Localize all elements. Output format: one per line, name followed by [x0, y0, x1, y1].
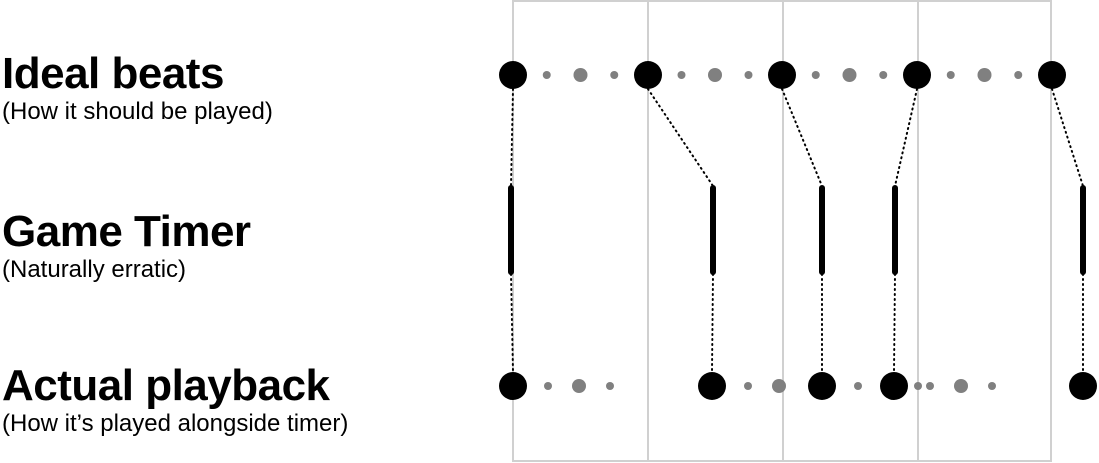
sixteenth-note-dot: [677, 71, 686, 79]
ideal-to-timer-connector: [894, 88, 918, 187]
sixteenth-note-dot: [744, 71, 753, 79]
actual-beat-dot: [880, 372, 908, 400]
sixteenth-note-dot: [744, 382, 752, 390]
actual-beat-dot: [499, 372, 527, 400]
timer-to-actual-connector: [510, 273, 514, 373]
sixteenth-note-dot: [879, 71, 888, 79]
ideal-to-timer-connector: [781, 88, 823, 187]
ideal-beats-title: Ideal beats: [2, 49, 224, 98]
ideal-beat-dot: [499, 61, 527, 89]
eighth-note-dot: [772, 379, 786, 393]
eighth-note-dot: [954, 379, 968, 393]
ideal-to-timer-connector: [1051, 88, 1084, 187]
connector-lines: [510, 88, 1084, 373]
sixteenth-note-dot: [946, 71, 955, 79]
game-timer-row: [508, 185, 1086, 275]
sixteenth-note-dot: [544, 382, 552, 390]
sixteenth-note-dot: [610, 71, 619, 79]
timer-to-actual-connector: [711, 273, 714, 373]
ideal-beat-dot: [634, 61, 662, 89]
eighth-note-dot: [842, 68, 857, 82]
sixteenth-note-dot: [914, 382, 922, 390]
actual-playback-row: [499, 372, 1097, 400]
game-timer-subtitle: (Naturally erratic): [2, 256, 187, 283]
game-timer-title: Game Timer: [2, 207, 251, 256]
ideal-beat-dot: [1038, 61, 1066, 89]
eighth-note-dot: [708, 68, 722, 82]
sixteenth-note-dot: [1014, 71, 1023, 79]
ideal-beat-dot: [903, 61, 931, 89]
ideal-beats-label: Ideal beats (How it should be played): [2, 50, 273, 126]
eighth-note-dot: [977, 68, 992, 82]
ideal-to-timer-connector: [647, 88, 714, 187]
sixteenth-note-dot: [926, 382, 934, 390]
actual-playback-label: Actual playback (How it’s played alongsi…: [2, 362, 348, 438]
actual-beat-dot: [698, 372, 726, 400]
timer-to-actual-connector: [893, 273, 896, 373]
sixteenth-note-dot: [988, 382, 996, 390]
ideal-beats-subtitle: (How it should be played): [2, 98, 273, 125]
actual-beat-dot: [1069, 372, 1097, 400]
actual-playback-title: Actual playback: [2, 361, 330, 410]
sixteenth-note-dot: [811, 71, 820, 79]
game-timer-label: Game Timer (Naturally erratic): [2, 208, 251, 284]
ideal-to-timer-connector: [510, 88, 514, 187]
ideal-beat-dot: [768, 61, 796, 89]
eighth-note-dot: [572, 379, 586, 393]
eighth-note-dot: [573, 68, 588, 82]
sixteenth-note-dot: [854, 382, 862, 390]
sixteenth-note-dot: [606, 382, 614, 390]
actual-beat-dot: [808, 372, 836, 400]
sixteenth-note-dot: [542, 71, 551, 79]
ideal-beats-row: [499, 61, 1066, 89]
actual-playback-subtitle: (How it’s played alongside timer): [2, 410, 349, 437]
